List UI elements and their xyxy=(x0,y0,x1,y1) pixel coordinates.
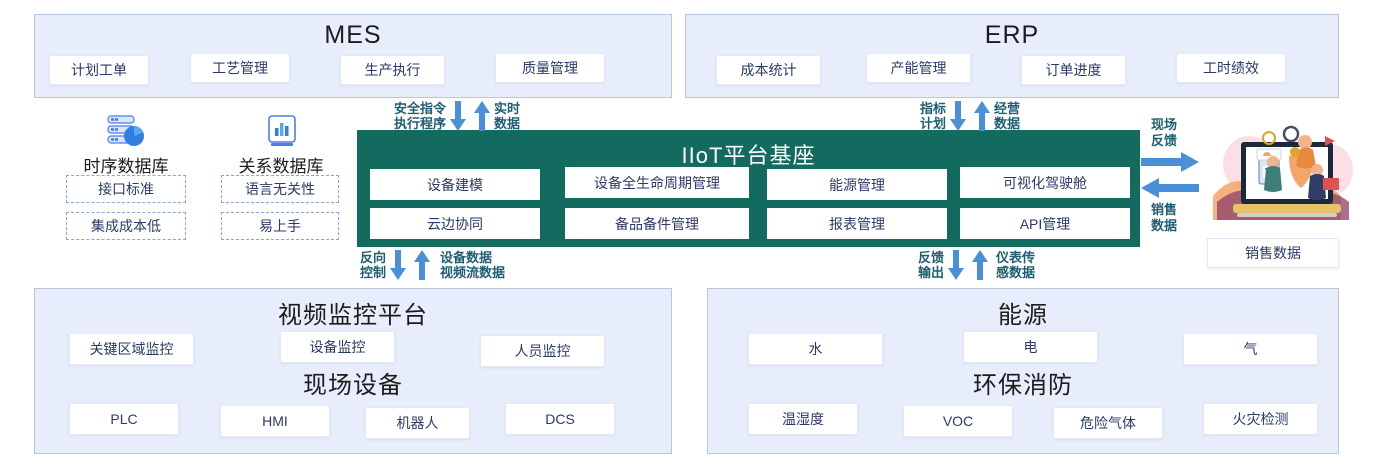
erp-item-0[interactable]: 成本统计 xyxy=(716,55,821,85)
arrow-up-icon xyxy=(474,101,491,131)
relational-database-icon xyxy=(255,114,307,150)
arrow-label-energy-down: 反馈 输出 xyxy=(918,250,945,280)
timeseries-feature-0: 接口标准 xyxy=(66,175,186,203)
panel-video-monitoring: 视频监控平台 现场设备 关键区域监控 设备监控 人员监控 PLC HMI 机器人 DCS xyxy=(34,288,672,454)
mes-item-1[interactable]: 工艺管理 xyxy=(190,53,290,83)
arrow-group-energy: 反馈 输出 仪表传 感数据 xyxy=(918,250,1035,280)
video-item-1[interactable]: 设备监控 xyxy=(280,331,395,363)
panel-energy-title: 能源 xyxy=(998,302,1048,329)
mes-item-3[interactable]: 质量管理 xyxy=(495,53,605,83)
mes-item-2[interactable]: 生产执行 xyxy=(340,55,445,85)
arrow-down-icon xyxy=(390,250,407,280)
arrow-group-video: 反向 控制 设备数据 视频流数据 xyxy=(360,250,505,280)
arrow-label-sales-data: 销售 数据 xyxy=(1150,202,1177,233)
arrow-group-mes: 安全指令 执行程序 实时 数据 xyxy=(394,101,520,131)
ecommerce-laptop-illustration xyxy=(1207,118,1367,238)
panel-erp-title: ERP xyxy=(984,21,1040,49)
arrow-group-erp: 指标 计划 经营 数据 xyxy=(920,101,1020,131)
mes-item-0[interactable]: 计划工单 xyxy=(49,55,149,85)
environment-item-1[interactable]: VOC xyxy=(903,405,1013,437)
arrow-label-video-up: 设备数据 视频流数据 xyxy=(440,250,506,280)
iiot-module-0-2[interactable]: 能源管理 xyxy=(767,169,947,200)
arrow-label-mes-up: 实时 数据 xyxy=(494,101,521,131)
arrow-label-erp-up: 经营 数据 xyxy=(994,101,1021,131)
field-device-item-0[interactable]: PLC xyxy=(69,403,179,435)
panel-energy: 能源 环保消防 水 电 气温湿度 VOC 危险气体 火灾检测 xyxy=(707,288,1339,454)
erp-item-2[interactable]: 订单进度 xyxy=(1021,55,1126,85)
timeseries-database-label: 时序数据库 xyxy=(83,157,169,176)
iiot-platform: IIoT平台基座 设备建模设备全生命周期管理能源管理可视化驾驶舱云边协同备品备件… xyxy=(357,130,1140,247)
arrow-down-icon xyxy=(948,250,965,280)
iiot-module-0-1[interactable]: 设备全生命周期管理 xyxy=(565,167,749,198)
relational-database-label: 关系数据库 xyxy=(238,157,324,176)
energy-item-0[interactable]: 水 xyxy=(748,333,883,365)
panel-field-device-title: 现场设备 xyxy=(303,372,403,399)
iiot-platform-title: IIoT平台基座 xyxy=(681,143,816,168)
arrow-up-icon xyxy=(972,250,989,280)
erp-item-3[interactable]: 工时绩效 xyxy=(1176,53,1286,83)
iiot-module-1-3[interactable]: API管理 xyxy=(960,208,1130,239)
relational-feature-0: 语言无关性 xyxy=(221,175,339,203)
energy-item-2[interactable]: 气 xyxy=(1183,333,1318,365)
timeseries-database-icon xyxy=(100,114,152,150)
arrow-label-video-down: 反向 控制 xyxy=(360,250,387,280)
iiot-module-0-3[interactable]: 可视化驾驶舱 xyxy=(960,167,1130,198)
iiot-module-1-0[interactable]: 云边协同 xyxy=(370,208,540,239)
panel-mes: MES 计划工单 工艺管理 生产执行 质量管理 xyxy=(34,14,672,98)
relational-feature-1: 易上手 xyxy=(221,212,339,240)
environment-item-2[interactable]: 危险气体 xyxy=(1053,407,1163,439)
sales-data-box[interactable]: 销售数据 xyxy=(1207,238,1339,268)
arrow-up-icon xyxy=(414,250,431,280)
field-device-item-1[interactable]: HMI xyxy=(220,405,330,437)
panel-environment-title: 环保消防 xyxy=(973,372,1073,399)
field-device-item-2[interactable]: 机器人 xyxy=(365,407,470,439)
iiot-module-0-0[interactable]: 设备建模 xyxy=(370,169,540,200)
iiot-module-1-2[interactable]: 报表管理 xyxy=(767,208,947,239)
erp-item-1[interactable]: 产能管理 xyxy=(866,53,971,83)
arrow-label-erp-down: 指标 计划 xyxy=(920,101,947,131)
arrow-label-field-feedback: 现场 反馈 xyxy=(1150,117,1177,148)
iiot-module-1-1[interactable]: 备品备件管理 xyxy=(565,208,749,239)
video-item-0[interactable]: 关键区域监控 xyxy=(69,333,194,365)
arrow-left-icon xyxy=(1141,178,1199,198)
arrow-right-icon xyxy=(1141,152,1199,172)
panel-erp: ERP 成本统计 产能管理 订单进度 工时绩效 xyxy=(685,14,1339,98)
energy-item-1[interactable]: 电 xyxy=(963,331,1098,363)
arrow-label-energy-up: 仪表传 感数据 xyxy=(996,250,1036,280)
timeseries-feature-1: 集成成本低 xyxy=(66,212,186,240)
arrow-up-icon xyxy=(974,101,991,131)
panel-mes-title: MES xyxy=(324,21,382,49)
environment-item-0[interactable]: 温湿度 xyxy=(748,403,858,435)
arrow-label-mes-down: 安全指令 执行程序 xyxy=(394,101,447,131)
field-device-item-3[interactable]: DCS xyxy=(505,403,615,435)
video-item-2[interactable]: 人员监控 xyxy=(480,335,605,367)
panel-video-title: 视频监控平台 xyxy=(278,302,428,329)
arrow-down-icon xyxy=(450,101,467,131)
environment-item-3[interactable]: 火灾检测 xyxy=(1203,403,1318,435)
arrow-down-icon xyxy=(950,101,967,131)
